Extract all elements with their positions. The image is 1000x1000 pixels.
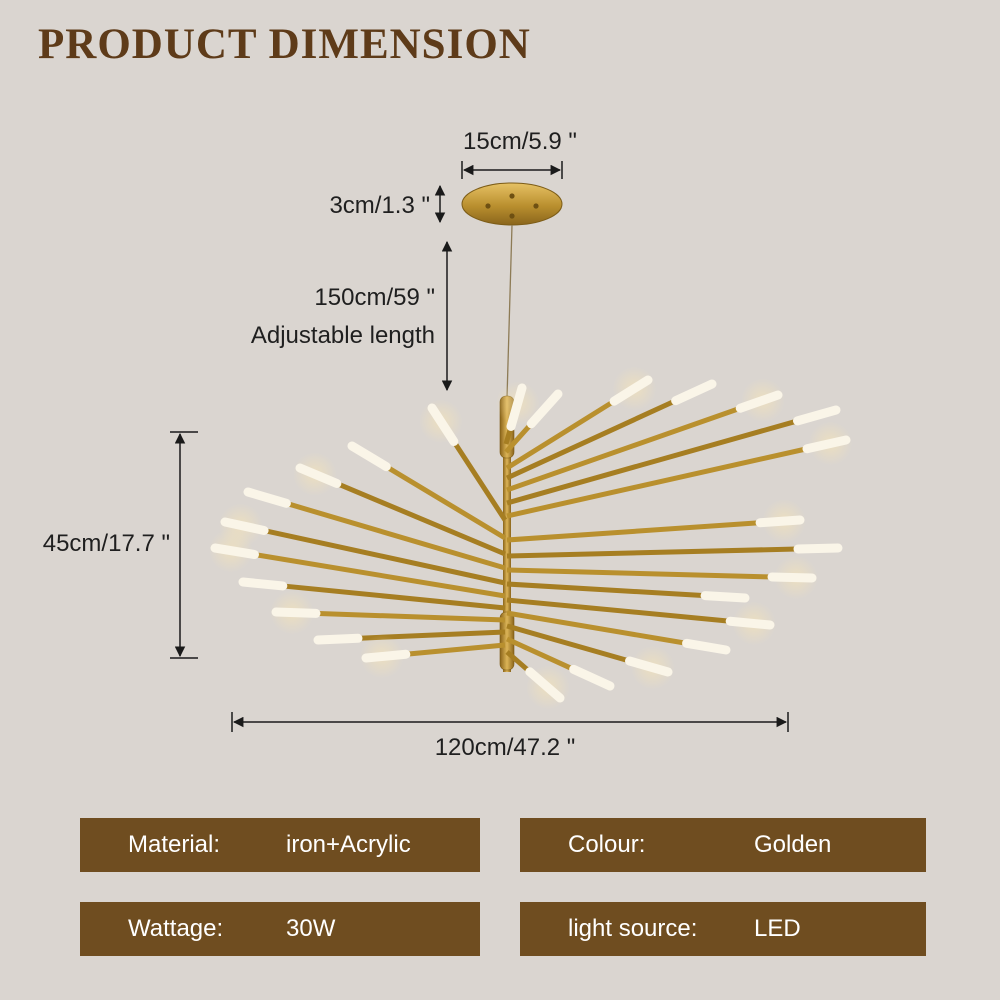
dimension-lines: [170, 161, 789, 732]
cable-length-label: 150cm/59 ": [314, 284, 435, 311]
spec-material-value: iron+Acrylic: [286, 831, 411, 858]
fixture-height-label: 45cm/17.7 ": [42, 530, 170, 557]
cable-note-label: Adjustable length: [250, 322, 435, 349]
spec-material-label: Material:: [128, 831, 221, 858]
spec-wattage-value: 30W: [286, 915, 336, 942]
spec-light-source: light source: LED: [520, 902, 926, 956]
fixture-width-label: 120cm/47.2 ": [434, 734, 576, 761]
canopy-width-label: 15cm/5.9 ": [463, 128, 577, 155]
canopy-height-label: 3cm/1.3 ": [329, 192, 430, 219]
branch-arms: [250, 396, 812, 677]
spec-light-source-value: LED: [754, 915, 801, 942]
spec-colour-value: Golden: [754, 831, 832, 858]
led-tubes: [210, 375, 851, 703]
spec-colour-label: Colour:: [568, 831, 646, 858]
spec-wattage: Wattage: 30W: [80, 902, 480, 956]
hanging-cable: [506, 224, 513, 399]
ceiling-canopy: [461, 182, 563, 226]
spec-wattage-label: Wattage:: [128, 915, 224, 942]
spec-light-source-label: light source:: [568, 915, 698, 942]
spec-material: Material: iron+Acrylic: [80, 818, 480, 872]
page-title: PRODUCT DIMENSION: [38, 21, 531, 68]
spec-colour: Colour: Golden: [520, 818, 926, 872]
